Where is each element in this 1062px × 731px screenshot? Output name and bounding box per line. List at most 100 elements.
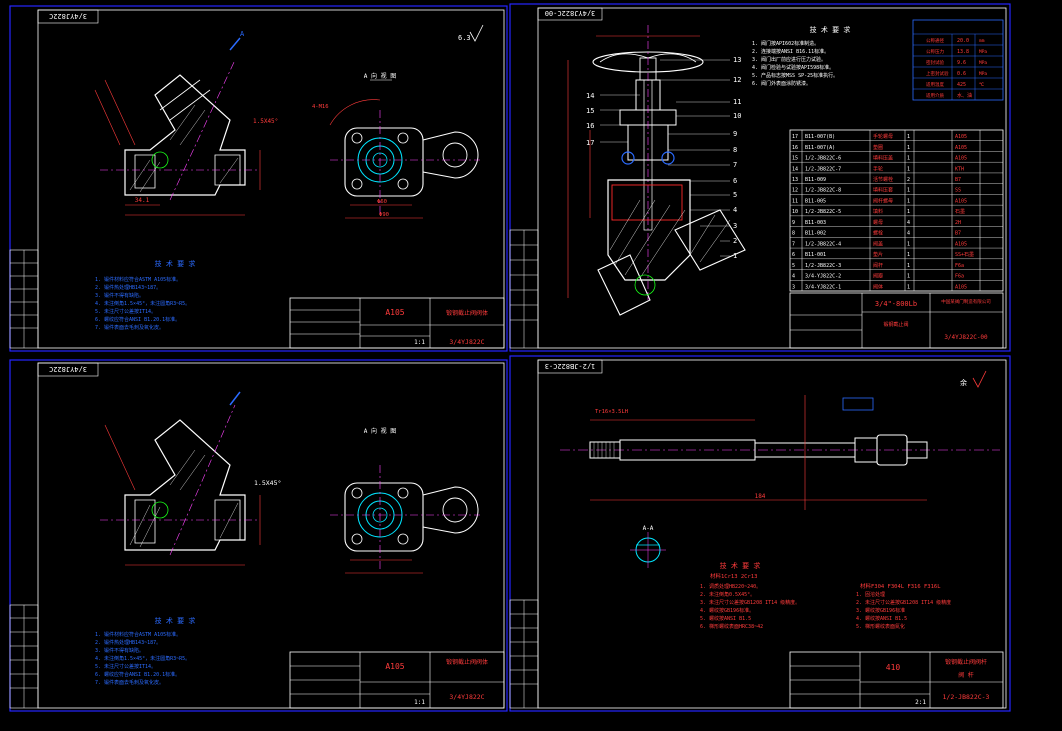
performance-spec-table[interactable]: 公称通径 20.0 mm 公称压力 13.8 MPa 密封试验 9.6 MPa … bbox=[912, 19, 1004, 101]
note-line: 3. 锻件不得有缺陷。 bbox=[95, 292, 144, 299]
flange-a-view[interactable]: A 向 视 图 Φ60 Φ90 4-M16 bbox=[312, 72, 480, 219]
valve-assembly-section[interactable] bbox=[567, 25, 746, 316]
bom-cell-name: 填料压盖 bbox=[873, 155, 893, 162]
svg-text:4: 4 bbox=[733, 206, 737, 214]
title-block[interactable]: 410 锻钢截止阀阀杆 阀 杆 2:1 1/2-JB822C-3 bbox=[789, 651, 1004, 709]
bom-cell-no: 16 bbox=[792, 145, 798, 151]
bom-cell-code: B11-003 bbox=[805, 220, 826, 226]
svg-text:3. 阀门出厂前应进行压力试验。: 3. 阀门出厂前应进行压力试验。 bbox=[752, 56, 826, 63]
svg-text:上密封试验: 上密封试验 bbox=[926, 70, 949, 77]
svg-text:3. 未注尺寸公差按GB1208 IT14 级精度。: 3. 未注尺寸公差按GB1208 IT14 级精度。 bbox=[700, 599, 800, 606]
bom-cell-no: 17 bbox=[792, 134, 798, 140]
bom-cell-name: 阀瓣 bbox=[873, 273, 883, 280]
bom-cell-mat: KTH bbox=[955, 166, 964, 172]
svg-text:3. 锻件不得有缺陷。: 3. 锻件不得有缺陷。 bbox=[95, 647, 144, 654]
note-line: 2. 锻件热处理HB143~187。 bbox=[95, 284, 161, 291]
bom-cell-code: 1/2-JB822C-7 bbox=[805, 166, 841, 172]
valve-body-section-view[interactable]: 34.1 1.5X45° A bbox=[94, 30, 278, 216]
bom-cell-name: 活节螺栓 bbox=[873, 176, 893, 183]
bom-cell-mat: A105 bbox=[955, 198, 967, 204]
material-code: A105 bbox=[385, 662, 404, 671]
svg-text:17: 17 bbox=[586, 139, 594, 147]
svg-text:A: A bbox=[240, 30, 245, 38]
bom-cell-no: 14 bbox=[792, 166, 798, 172]
bom-cell-code: B11-007(B) bbox=[805, 134, 835, 140]
svg-text:11: 11 bbox=[733, 98, 741, 106]
bom-cell-qty: 1 bbox=[907, 188, 910, 194]
scale-ratio: 1:1 bbox=[414, 339, 425, 346]
note-line: 5. 未注尺寸公差按IT14。 bbox=[95, 308, 156, 315]
drawing-number: 3/4YJ822C-00 bbox=[944, 334, 988, 341]
title-block[interactable]: A105 锻钢截止阀阀体 1:1 3/4YJ822C bbox=[289, 297, 505, 349]
bom-cell-qty: 1 bbox=[907, 156, 910, 162]
bom-cell-qty: 1 bbox=[907, 198, 910, 204]
svg-text:余: 余 bbox=[960, 378, 967, 387]
valve-stem-view[interactable]: 184 Tr16×3.5LH 余 bbox=[560, 370, 1000, 510]
svg-text:密封试验: 密封试验 bbox=[926, 59, 944, 66]
part-balloons: 14 15 16 17 13 12 11 10 9 8 7 6 5 4 3 2 … bbox=[586, 56, 741, 260]
part-title: 锻钢截止阀阀杆 bbox=[945, 658, 987, 666]
svg-text:2: 2 bbox=[733, 237, 737, 245]
assembly-notes: 技 术 要 求 1. 阀门按API602标准制造。 2. 连接端按ANSI B1… bbox=[752, 25, 850, 87]
svg-text:6. 阀门外表面涂防锈漆。: 6. 阀门外表面涂防锈漆。 bbox=[752, 80, 811, 87]
bom-cell-mat: A105 bbox=[955, 134, 967, 140]
bom-cell-code: B11-002 bbox=[805, 231, 826, 237]
bom-cell-name: 螺栓 bbox=[873, 230, 883, 237]
bom-cell-no: 13 bbox=[792, 177, 798, 183]
bom-cell-qty: 1 bbox=[907, 284, 910, 290]
svg-text:3. 螺纹按GB196标准: 3. 螺纹按GB196标准 bbox=[856, 607, 905, 614]
svg-text:2. 未注倒角0.5X45°。: 2. 未注倒角0.5X45°。 bbox=[700, 591, 755, 598]
drawing-number: 3/4YJ822C bbox=[449, 693, 484, 701]
title-block[interactable]: A105 锻钢截止阀阀体 1:1 3/4YJ822C bbox=[289, 651, 505, 709]
bom-cell-mat: A105 bbox=[955, 145, 967, 151]
bom-cell-name: 阀体 bbox=[873, 283, 883, 290]
svg-text:0.6: 0.6 bbox=[957, 71, 966, 77]
bom-cell-mat: A105 bbox=[955, 241, 967, 247]
rating-code: 3/4"-800Lb bbox=[875, 300, 917, 308]
bom-cell-no: 7 bbox=[792, 241, 795, 247]
svg-text:2. 连接端按ANSI B16.11标准。: 2. 连接端按ANSI B16.11标准。 bbox=[752, 48, 829, 55]
svg-text:1: 1 bbox=[733, 252, 737, 260]
bom-cell-mat: A105 bbox=[955, 284, 967, 290]
svg-text:1. 固溶处理: 1. 固溶处理 bbox=[856, 591, 885, 598]
title-block[interactable]: 3/4"-800Lb 中国某阀门制造有限公司 锻钢截止阀 3/4YJ822C-0… bbox=[789, 292, 1004, 349]
svg-text:mm: mm bbox=[979, 39, 985, 44]
sheet-stamp: 1/2-JB822C-3 bbox=[545, 362, 596, 370]
note-line: 4. 未注倒角1.5×45°，未注圆角R3~R5。 bbox=[95, 300, 190, 307]
drawing-number: 1/2-JB822C-3 bbox=[943, 693, 990, 701]
stem-length: 184 bbox=[755, 493, 766, 500]
svg-text:9: 9 bbox=[733, 130, 737, 138]
roughness-mark: 6.3 bbox=[458, 34, 471, 42]
svg-text:MPa: MPa bbox=[979, 49, 987, 55]
svg-text:5. 梯形螺纹表面氮化: 5. 梯形螺纹表面氮化 bbox=[856, 623, 905, 630]
dim-label: 4-M16 bbox=[312, 104, 329, 110]
valve-body-section-view[interactable]: 1.5X45° bbox=[100, 391, 281, 566]
bom-cell-mat: 2H bbox=[955, 220, 961, 226]
bom-cell-mat: 石墨 bbox=[955, 209, 965, 215]
flange-a-view[interactable]: A 向 视 图 bbox=[330, 427, 480, 574]
svg-text:1. 阀门按API602标准制造。: 1. 阀门按API602标准制造。 bbox=[752, 40, 819, 47]
svg-text:20.0: 20.0 bbox=[957, 38, 969, 44]
assembly-title: 锻钢截止阀 bbox=[883, 321, 908, 328]
bom-cell-qty: 1 bbox=[907, 134, 910, 140]
section-a-a[interactable]: A-A bbox=[630, 525, 666, 568]
bom-cell-name: 填料压套 bbox=[873, 187, 893, 194]
svg-text:5. 未注尺寸公差按IT14。: 5. 未注尺寸公差按IT14。 bbox=[95, 663, 156, 670]
thread-label: Tr16×3.5LH bbox=[595, 409, 628, 415]
bom-cell-no: 10 bbox=[792, 209, 798, 215]
svg-text:水、油: 水、油 bbox=[957, 92, 972, 99]
chamfer-note: 1.5X45° bbox=[254, 479, 281, 487]
bom-cell-name: 阀盖 bbox=[873, 240, 883, 247]
bom-cell-mat: F6a bbox=[955, 263, 964, 269]
svg-text:8: 8 bbox=[733, 146, 737, 154]
bom-cell-mat: F6a bbox=[955, 274, 964, 280]
bom-cell-name: 填料 bbox=[873, 208, 883, 215]
bom-cell-no: 5 bbox=[792, 263, 795, 269]
section-label: A-A bbox=[643, 525, 654, 532]
svg-text:16: 16 bbox=[586, 122, 594, 130]
svg-text:425: 425 bbox=[957, 82, 966, 88]
svg-text:6. 梯形螺纹表面HRC38~42: 6. 梯形螺纹表面HRC38~42 bbox=[700, 623, 763, 630]
svg-text:10: 10 bbox=[733, 112, 741, 120]
